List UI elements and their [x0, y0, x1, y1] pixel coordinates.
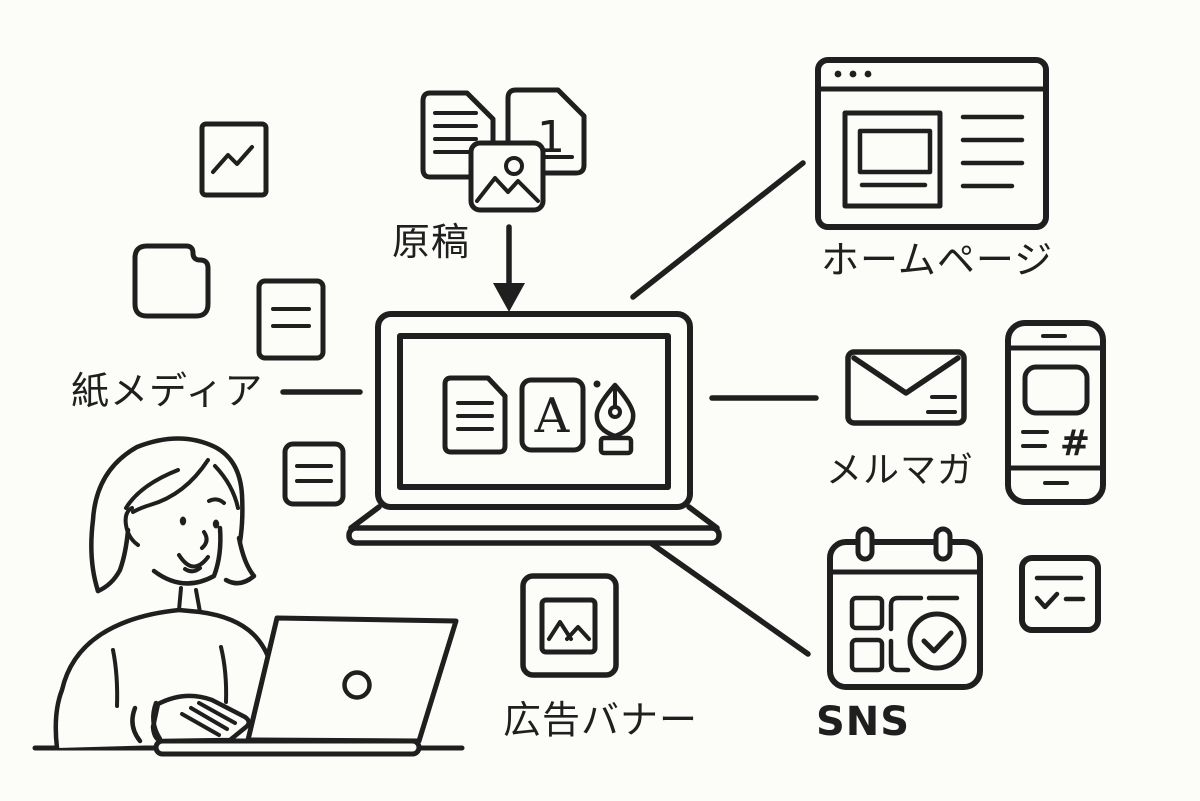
woman-laptop [153, 615, 459, 757]
woman-laptop-lid [245, 615, 459, 744]
hair-flip [223, 535, 257, 586]
ad-banner-label: 広告バナー [503, 698, 698, 742]
woman-head [89, 436, 257, 614]
line-laptop-to-homepage [630, 160, 806, 300]
eye-left [179, 516, 187, 526]
hair-strand-right [213, 464, 240, 510]
paper-media-label: 紙メディア [71, 369, 263, 413]
jaw-line [151, 525, 223, 586]
line-laptop-to-sns [649, 541, 811, 657]
checklist-icon [1019, 555, 1101, 633]
hair-outline [89, 436, 245, 594]
envelope-icon [845, 349, 967, 426]
woman-laptop-logo [342, 670, 372, 700]
woman-typing-illustration [32, 436, 465, 757]
chart-note-icon [199, 121, 269, 198]
small-note-icon [282, 441, 346, 507]
email-magazine-label: メルマガ [826, 450, 974, 491]
letter-a-glyph: A [534, 388, 571, 444]
calendar-clock-icon [827, 526, 983, 690]
mouth-smile [177, 553, 210, 569]
laptop-base-bar [346, 525, 722, 546]
eyebrow [207, 497, 226, 505]
lower-lip [183, 566, 202, 574]
paper-lines-icon [256, 278, 326, 361]
central-laptop: A [346, 311, 722, 546]
smartphone-icon: # [1005, 320, 1106, 505]
ad-banner-image-icon [520, 573, 619, 678]
hashtag-glyph: # [1060, 423, 1090, 464]
hair-strand-left [124, 468, 180, 510]
woman-hand [130, 693, 251, 744]
laptop-base-sides [348, 504, 720, 531]
nose [200, 530, 209, 550]
manuscript-label: 原稿 [392, 220, 470, 264]
screen-pen-nib-icon [593, 380, 636, 456]
ear [123, 506, 140, 547]
woman-laptop-base [153, 738, 422, 757]
browser-window-icon [815, 57, 1049, 230]
folded-note-icon [132, 243, 211, 319]
arrow-manuscript-to-laptop-head [493, 283, 525, 312]
homepage-label: ホームページ [821, 238, 1053, 282]
screen-document-lines-icon [442, 375, 508, 455]
neck [177, 586, 202, 614]
hair-fringe [131, 458, 210, 514]
eye-right [212, 519, 220, 529]
paper-media-icons [132, 121, 346, 507]
connectors [280, 160, 819, 657]
manuscript-icons: 1 [420, 87, 587, 213]
image-photo-icon [468, 140, 546, 213]
hair-inner-edge [95, 527, 131, 594]
pen-nib-dot [593, 380, 601, 388]
sns-label: SNS [816, 699, 910, 745]
screen-letter-a-icon: A [519, 377, 586, 453]
